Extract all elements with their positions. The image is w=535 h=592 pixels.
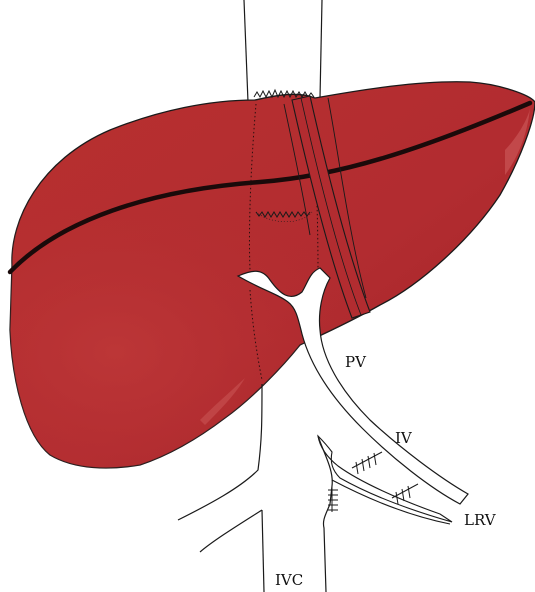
label-ivc: IVC <box>275 571 303 589</box>
ivc-upper <box>244 0 322 102</box>
suture-iv <box>352 452 382 474</box>
label-iv: IV <box>395 429 413 447</box>
label-pv: PV <box>345 353 367 371</box>
suture-ivc <box>328 486 338 512</box>
liver-shading <box>10 82 535 468</box>
label-lrv: LRV <box>464 511 497 529</box>
